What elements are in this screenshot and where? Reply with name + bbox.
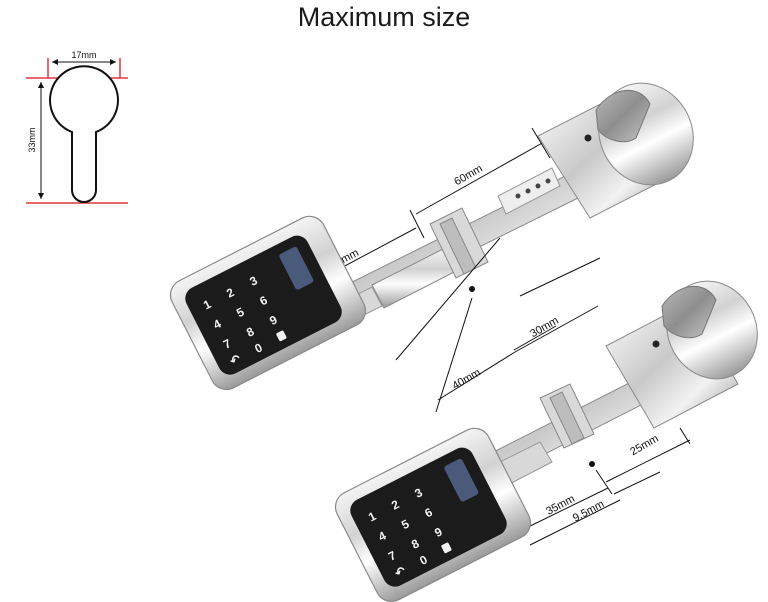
lower-knob-length-label: 25mm (628, 433, 660, 459)
cylinder-keyway-outline (49, 65, 119, 203)
upper-keypad-display (279, 246, 314, 290)
page-title: Maximum size (297, 2, 471, 32)
lower-dim-line-40 (437, 351, 516, 401)
profile-height-label: 33mm (27, 127, 37, 152)
lower-thumb-turn (661, 285, 717, 339)
lower-cam-step-label: 9.5mm (571, 498, 606, 524)
lower-left-length-label: 40mm (450, 367, 482, 393)
lower-knob-unit (605, 280, 758, 429)
upper-cam-center-dot (469, 286, 475, 292)
lower-key-lock-icon[interactable] (441, 542, 452, 554)
profile-width-label: 17mm (71, 50, 96, 60)
upper-dim-line-right (415, 141, 545, 215)
upper-thumb-turn (595, 89, 651, 143)
lower-cam-center-dot (589, 461, 595, 467)
lower-dim-line-9-5 (529, 499, 621, 546)
lower-dim-line-35 (521, 487, 609, 531)
lower-dim-line-25 (605, 439, 691, 483)
lower-dim-line-30 (514, 305, 599, 353)
upper-knob-unit (537, 82, 694, 219)
cylinder-profile: 17mm 33mm (26, 50, 128, 204)
lower-keypad-display (444, 458, 479, 502)
lower-right-length-label: 30mm (528, 315, 560, 341)
upper-key-lock-icon[interactable] (276, 330, 287, 342)
